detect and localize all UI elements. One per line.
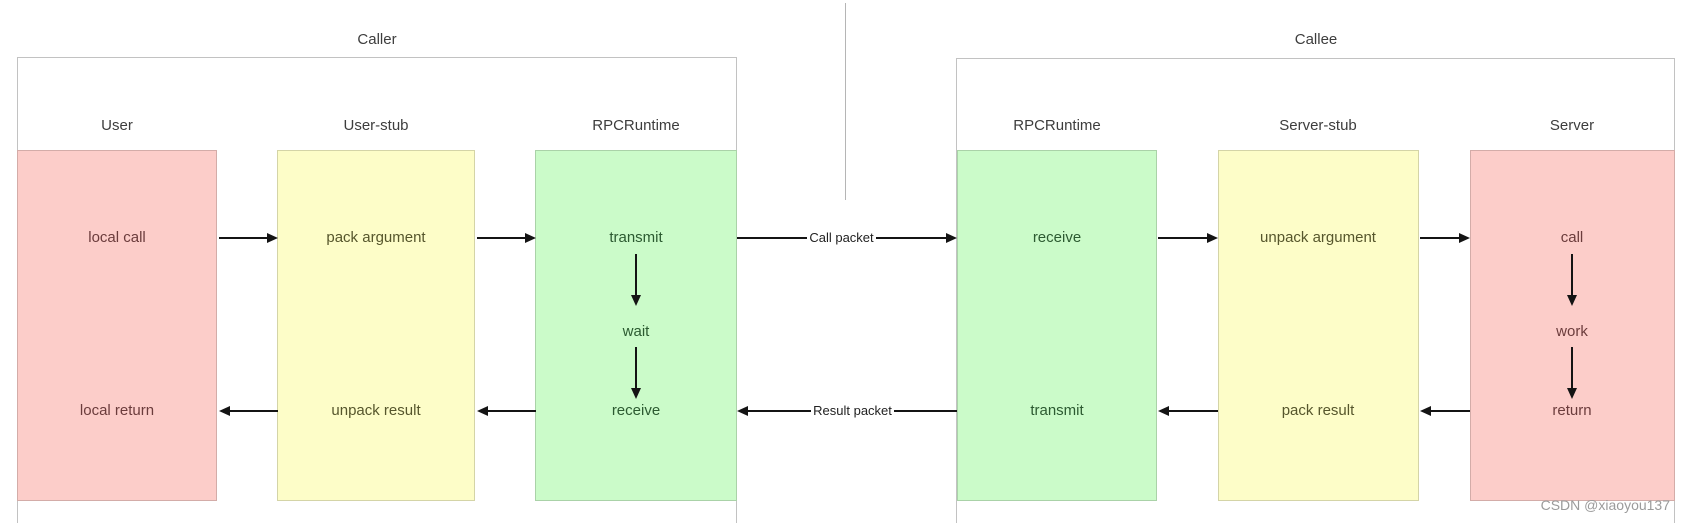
- step-transmit-right: transmit: [1030, 402, 1084, 419]
- arrow-left-icon: [1420, 406, 1431, 416]
- user-box: [17, 150, 217, 501]
- arrow-runtime-to-serverstub: [1158, 232, 1218, 244]
- watermark: CSDN @xiaoyou137: [1540, 497, 1670, 513]
- arrow-stub-to-runtime: [477, 232, 536, 244]
- user-stub-box: [277, 150, 475, 501]
- step-call: call: [1560, 229, 1584, 246]
- label-server-stub: Server-stub: [1279, 117, 1357, 134]
- arrow-down-icon: [1567, 388, 1577, 399]
- arrow-work-to-return: [1566, 347, 1578, 399]
- step-receive-left: receive: [611, 402, 661, 419]
- callee-title: Callee: [1294, 31, 1338, 48]
- label-user-stub: User-stub: [343, 117, 409, 134]
- arrow-serverstub-to-server: [1420, 232, 1470, 244]
- arrow-serverstub-to-runtime-return: [1158, 405, 1218, 417]
- arrow-right-icon: [525, 233, 536, 243]
- arrow-user-to-stub: [219, 232, 278, 244]
- arrow-call-to-work: [1566, 254, 1578, 306]
- step-pack-result: pack result: [1281, 402, 1355, 419]
- arrow-left-icon: [1158, 406, 1169, 416]
- rpcruntime-left-box: [535, 150, 737, 501]
- label-user: User: [101, 117, 133, 134]
- result-packet-label: Result packet: [813, 403, 892, 418]
- arrow-right-icon: [267, 233, 278, 243]
- arrow-left-icon: [219, 406, 230, 416]
- step-wait: wait: [622, 323, 650, 340]
- arrow-down-icon: [631, 388, 641, 399]
- step-pack-argument: pack argument: [326, 229, 426, 246]
- call-packet-label: Call packet: [809, 230, 874, 245]
- step-receive-right: receive: [1032, 229, 1082, 246]
- step-unpack-argument: unpack argument: [1260, 229, 1376, 246]
- step-local-call: local call: [88, 229, 146, 246]
- divider-line: [845, 3, 846, 200]
- label-rpcruntime-left: RPCRuntime: [592, 117, 680, 134]
- step-work: work: [1556, 323, 1588, 340]
- arrow-server-to-serverstub-return: [1420, 405, 1470, 417]
- label-rpcruntime-right: RPCRuntime: [1013, 117, 1101, 134]
- step-return: return: [1552, 402, 1592, 419]
- server-box: [1470, 150, 1675, 501]
- arrow-left-icon: [477, 406, 488, 416]
- server-stub-box: [1218, 150, 1419, 501]
- step-local-return: local return: [79, 402, 155, 419]
- arrow-transmit-to-wait: [630, 254, 642, 306]
- arrow-right-icon: [946, 233, 957, 243]
- step-transmit-left: transmit: [609, 229, 663, 246]
- arrow-down-icon: [631, 295, 641, 306]
- arrow-right-icon: [1207, 233, 1218, 243]
- arrow-stub-to-user-return: [219, 405, 278, 417]
- arrow-result-packet: Result packet: [737, 403, 958, 418]
- rpcruntime-right-box: [957, 150, 1157, 501]
- arrow-down-icon: [1567, 295, 1577, 306]
- step-unpack-result: unpack result: [331, 402, 421, 419]
- arrow-call-packet: Call packet: [737, 230, 957, 245]
- arrow-runtime-to-stub-return: [477, 405, 536, 417]
- caller-title: Caller: [357, 31, 397, 48]
- label-server: Server: [1549, 117, 1595, 134]
- arrow-left-icon: [737, 406, 748, 416]
- arrow-wait-to-receive: [630, 347, 642, 399]
- arrow-right-icon: [1459, 233, 1470, 243]
